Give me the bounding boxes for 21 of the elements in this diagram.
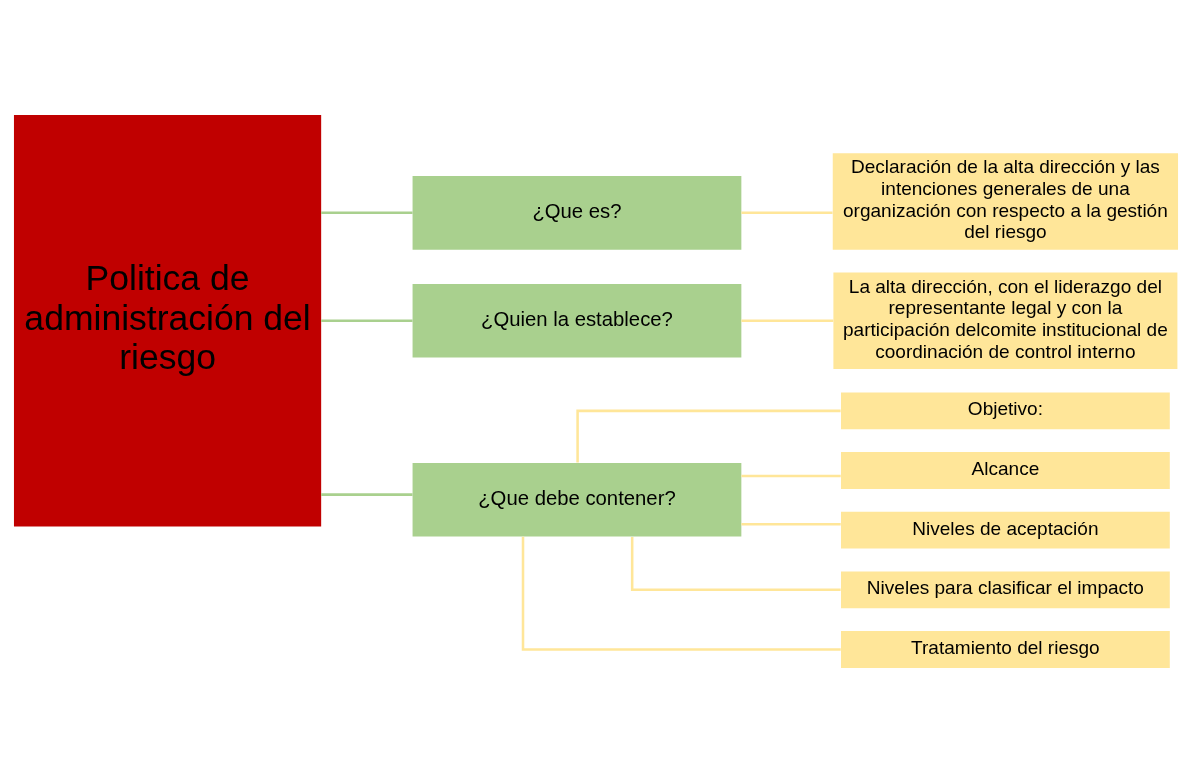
connector xyxy=(521,536,841,651)
connector xyxy=(741,318,834,322)
connector xyxy=(741,211,833,214)
node-box: Niveles de aceptación xyxy=(841,511,1170,549)
connector xyxy=(741,474,841,477)
node-box: Alcance xyxy=(841,451,1170,489)
node-box: Declaración de la alta dirección y las intenciones generales de una organización con respecto a la gestión del riesgo xyxy=(832,152,1179,250)
connector xyxy=(741,522,841,525)
node-box: Niveles para clasificar el impacto xyxy=(841,570,1170,608)
connector xyxy=(321,492,413,496)
node-box: ¿Que debe contener? xyxy=(412,462,742,537)
node-box: ¿Que es? xyxy=(412,175,742,250)
connector xyxy=(321,211,413,214)
connector xyxy=(576,409,841,463)
node-box: Politica de administración del riesgo xyxy=(13,114,322,526)
node-box: ¿Quien la establece? xyxy=(412,283,742,358)
connector xyxy=(630,536,841,591)
node-box: La alta dirección, con el liderazgo del representante legal y con la participación delcomite institucional de coordinación de control interno xyxy=(833,272,1178,369)
node-box: Tratamiento del riesgo xyxy=(841,630,1170,668)
connector xyxy=(321,318,413,322)
node-box: Objetivo: xyxy=(841,391,1170,429)
